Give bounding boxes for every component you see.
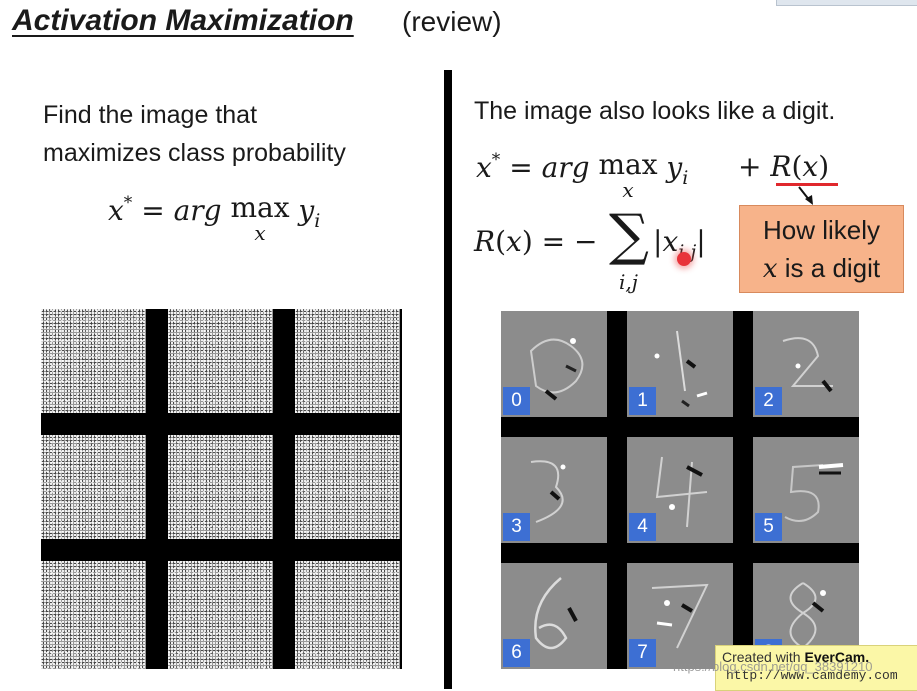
noise-image (295, 561, 400, 669)
pointer-cursor-dot (677, 252, 691, 266)
watermark-created: Created with EverCam. (722, 649, 870, 665)
digit-label: 5 (755, 513, 782, 541)
callout-box: How likely x is a digit (739, 205, 904, 293)
left-text-line2: maximizes class probability (43, 139, 346, 167)
digit-image-2: 2 (753, 311, 859, 417)
noise-image (41, 309, 146, 413)
digit-strokes (782, 337, 833, 393)
digit-strokes (651, 583, 709, 649)
digit-label: 6 (503, 639, 530, 667)
digit-image-4: 4 (627, 437, 733, 543)
noise-image (295, 435, 400, 539)
digit-strokes (530, 460, 566, 523)
noise-image (41, 435, 146, 539)
regularizer-term: + R(x) (738, 150, 830, 183)
digit-label: 2 (755, 387, 782, 415)
digit-image-0: 0 (501, 311, 607, 417)
noise-image-grid (41, 309, 402, 669)
watermark-url: http://www.camdemy.com (726, 668, 898, 683)
noise-image (168, 435, 273, 539)
callout-line1: How likely (762, 215, 881, 245)
regularizer-underline (776, 183, 838, 186)
noise-image (41, 561, 146, 669)
digit-strokes (534, 577, 578, 650)
noise-image (295, 309, 400, 413)
digit-strokes (655, 456, 708, 528)
digit-image-3: 3 (501, 437, 607, 543)
callout-line2: x is a digit (762, 253, 881, 284)
digit-label: 7 (629, 639, 656, 667)
slide-subtitle: (review) (402, 6, 502, 37)
sum-subscript: i,j (619, 270, 638, 294)
digit-label: 4 (629, 513, 656, 541)
digit-image-5: 5 (753, 437, 859, 543)
digit-label: 1 (629, 387, 656, 415)
digit-image-grid: 0 1 2 3 4 5 6 7 8 (501, 311, 859, 669)
left-text-line1: Find the image that (43, 101, 258, 129)
sum-symbol: ∑ (609, 203, 649, 268)
noise-image (168, 309, 273, 413)
digit-label: 0 (503, 387, 530, 415)
right-heading: The image also looks like a digit. (474, 97, 836, 125)
digit-image-1: 1 (627, 311, 733, 417)
digit-image-6: 6 (501, 563, 607, 669)
digit-strokes (529, 338, 584, 401)
digit-strokes (654, 330, 708, 408)
slide-title: Activation Maximization (12, 4, 354, 37)
digit-strokes (784, 463, 844, 522)
noise-image (168, 561, 273, 669)
regularizer-formula: R(x) = − (474, 225, 598, 258)
digit-label: 3 (503, 513, 530, 541)
callout-arrow (798, 186, 813, 205)
blog-watermark: https://blog.csdn.net/qq_38391210 (673, 659, 873, 674)
window-corner-tab (776, 0, 917, 6)
center-divider (444, 70, 452, 689)
